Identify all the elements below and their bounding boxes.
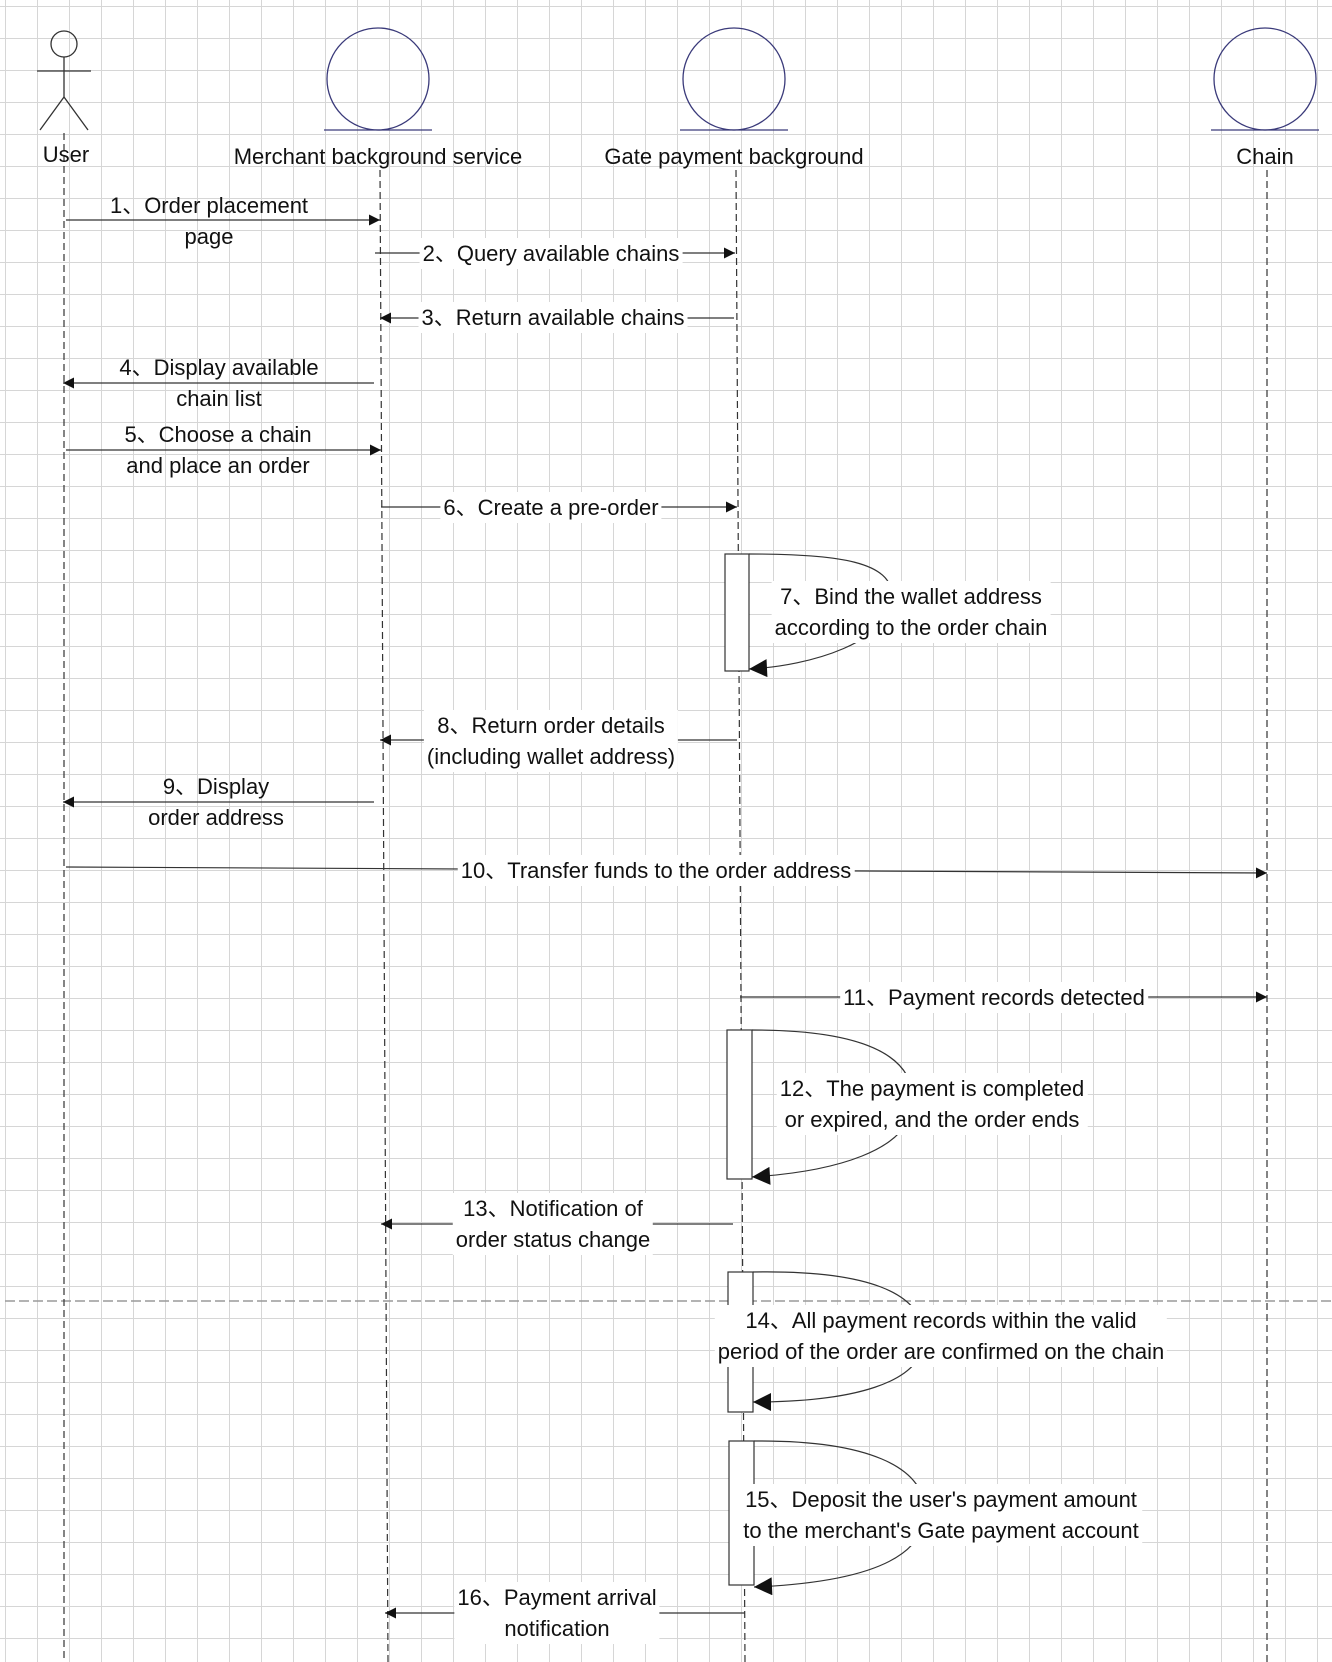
activation-7 (724, 553, 750, 672)
user-actor-icon (37, 30, 91, 131)
message-3-label: 3、Return available chains (418, 302, 688, 333)
message-6-label: 6、Create a pre-order (440, 492, 662, 523)
lifeline-label-gate: Gate payment background (604, 144, 864, 169)
message-2-label: 2、Query available chains (419, 238, 683, 269)
lifeline-merchant (379, 169, 389, 1662)
message-8-label: 8、Return order details(including wallet … (423, 710, 679, 772)
activation-12 (726, 1029, 753, 1180)
lifeline-label-chain: Chain (1236, 144, 1294, 169)
message-10-label: 10、Transfer funds to the order address (457, 855, 855, 886)
lifeline-label-user: User (42, 142, 90, 167)
gate-entity-icon (680, 27, 788, 131)
chain-entity-icon (1211, 27, 1319, 131)
lifeline-label-merchant: Merchant background service (233, 144, 523, 169)
merchant-entity-icon (324, 27, 432, 131)
message-11-label: 11、Payment records detected (840, 982, 1148, 1013)
lifeline-gate (735, 169, 746, 1662)
